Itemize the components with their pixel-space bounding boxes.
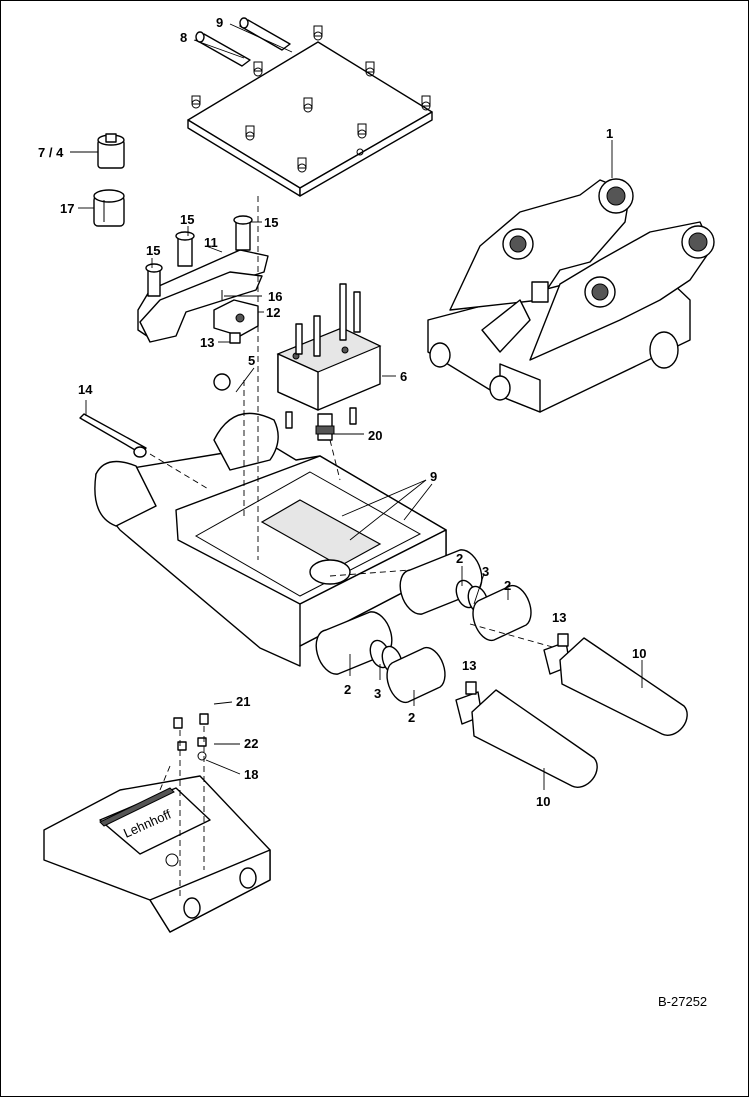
callout-8: 8 xyxy=(180,30,187,45)
leader-lines xyxy=(70,23,643,790)
callout-15-a: 15 xyxy=(180,212,194,227)
callout-14: 14 xyxy=(78,382,93,397)
callout-1: 1 xyxy=(606,126,613,141)
bushing-set-upper xyxy=(399,549,532,642)
callout-12: 12 xyxy=(266,305,280,320)
callout-15-b: 15 xyxy=(264,215,278,230)
callout-3-b: 3 xyxy=(374,686,381,701)
linkage-arm xyxy=(137,215,269,343)
pin-14 xyxy=(79,413,147,458)
callout-13-c: 13 xyxy=(462,658,476,673)
drawing-number: B-27252 xyxy=(658,994,707,1009)
cover-plate xyxy=(187,25,433,197)
lower-plate: Lehnhoff xyxy=(43,775,271,933)
cylinder-right xyxy=(543,633,688,736)
callout-6: 6 xyxy=(400,369,407,384)
callout-2-c: 2 xyxy=(344,682,351,697)
main-frame xyxy=(94,412,447,667)
callout-3-a: 3 xyxy=(482,564,489,579)
callout-15-c: 15 xyxy=(146,243,160,258)
callout-22: 22 xyxy=(244,736,258,751)
callouts: 1 9 8 7 / 4 17 15 15 15 11 16 12 13 5 6 … xyxy=(38,15,646,809)
callout-11: 11 xyxy=(204,235,218,250)
lock-block-12 xyxy=(213,290,259,344)
assembly-lines xyxy=(149,196,557,900)
cylinder-left xyxy=(455,681,598,788)
callout-7-4: 7 / 4 xyxy=(38,145,64,160)
callout-2-b: 2 xyxy=(504,578,511,593)
callout-9-mid: 9 xyxy=(430,469,437,484)
callout-2-d: 2 xyxy=(408,710,415,725)
bushing-set-lower xyxy=(315,611,446,704)
valve-block xyxy=(213,283,382,441)
callout-5: 5 xyxy=(248,353,255,368)
callout-10-b: 10 xyxy=(536,794,550,809)
callout-16: 16 xyxy=(268,289,282,304)
callout-21: 21 xyxy=(236,694,250,709)
callout-13-b: 13 xyxy=(552,610,566,625)
cover-pins xyxy=(195,17,291,67)
callout-20: 20 xyxy=(368,428,382,443)
grease-fittings xyxy=(173,713,209,761)
bushing-7-4 xyxy=(97,133,125,169)
callout-18: 18 xyxy=(244,767,258,782)
bushing-17 xyxy=(93,189,125,227)
callout-10-a: 10 xyxy=(632,646,646,661)
callout-13-a: 13 xyxy=(200,335,214,350)
quick-coupler xyxy=(427,178,715,413)
callout-17: 17 xyxy=(60,201,74,216)
callout-9-top: 9 xyxy=(216,15,223,30)
callout-2-a: 2 xyxy=(456,551,463,566)
